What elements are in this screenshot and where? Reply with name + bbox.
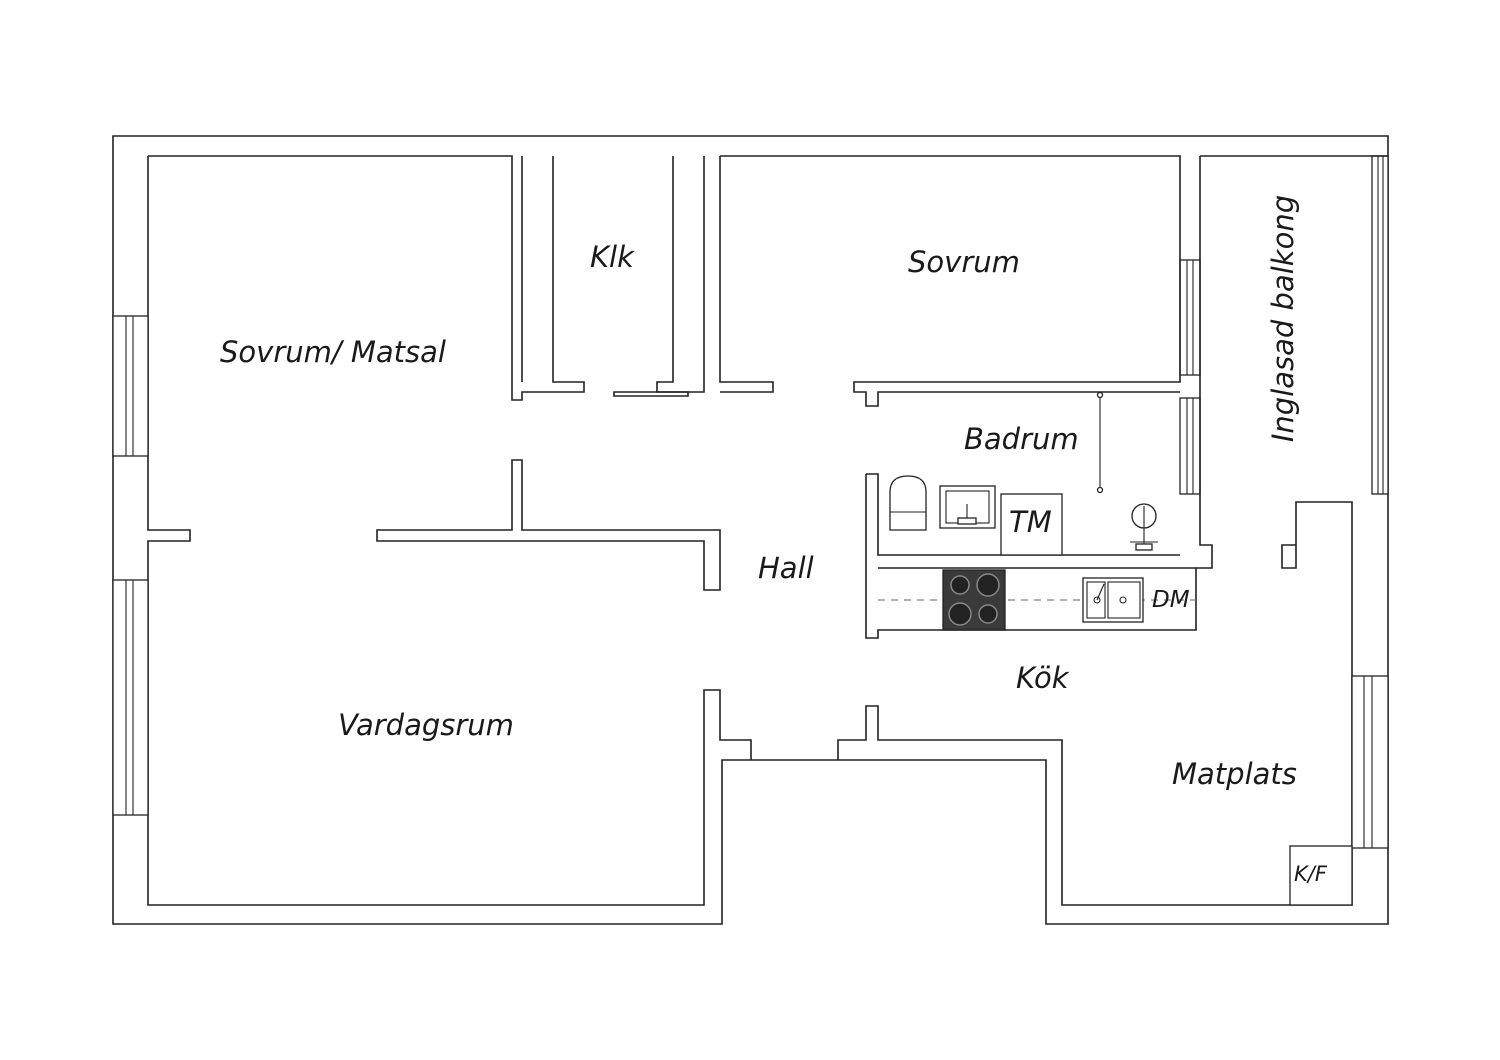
- room-label-kok: Kök: [1016, 661, 1069, 695]
- fixture-label-dm: DM: [1152, 587, 1190, 613]
- kitchen-counter: [878, 569, 1196, 631]
- room-label-matplats: Matplats: [1172, 757, 1297, 791]
- sovrum-walls: [720, 155, 1388, 569]
- room-label-vardagsrum: Vardagsrum: [338, 708, 514, 742]
- closet-walls: [613, 156, 774, 397]
- washing-machine-icon: [1000, 493, 1063, 556]
- window-right-matplats: [1351, 675, 1389, 849]
- room-label-badrum: Badrum: [964, 422, 1079, 456]
- sink-icon: [939, 485, 996, 529]
- window-badrum-balcony: [1179, 397, 1201, 495]
- room-label-sovrum: Sovrum: [908, 245, 1020, 279]
- hall-walls: [376, 459, 721, 591]
- fixture-label-tm: TM: [1009, 505, 1052, 539]
- room-label-sovrum-matsal: Sovrum/ Matsal: [220, 335, 446, 369]
- kitchen-sink-icon: [1082, 577, 1144, 623]
- fridge-freezer-icon: [1289, 845, 1353, 906]
- window-sovrum-balcony: [1179, 259, 1201, 376]
- room-label-hall: Hall: [758, 551, 814, 585]
- room-label-inglasad-balkong: Inglasad balkong: [1266, 194, 1301, 443]
- window-left-upper: [112, 315, 149, 457]
- toilet-icon: [889, 475, 927, 531]
- room-label-klk: Klk: [590, 240, 634, 274]
- window-right-balcony: [1371, 155, 1389, 495]
- outer-wall: [112, 135, 1389, 925]
- fixture-label-kf: K/F: [1294, 862, 1327, 886]
- window-left-lower: [112, 579, 149, 816]
- shower-icon: [1130, 503, 1158, 551]
